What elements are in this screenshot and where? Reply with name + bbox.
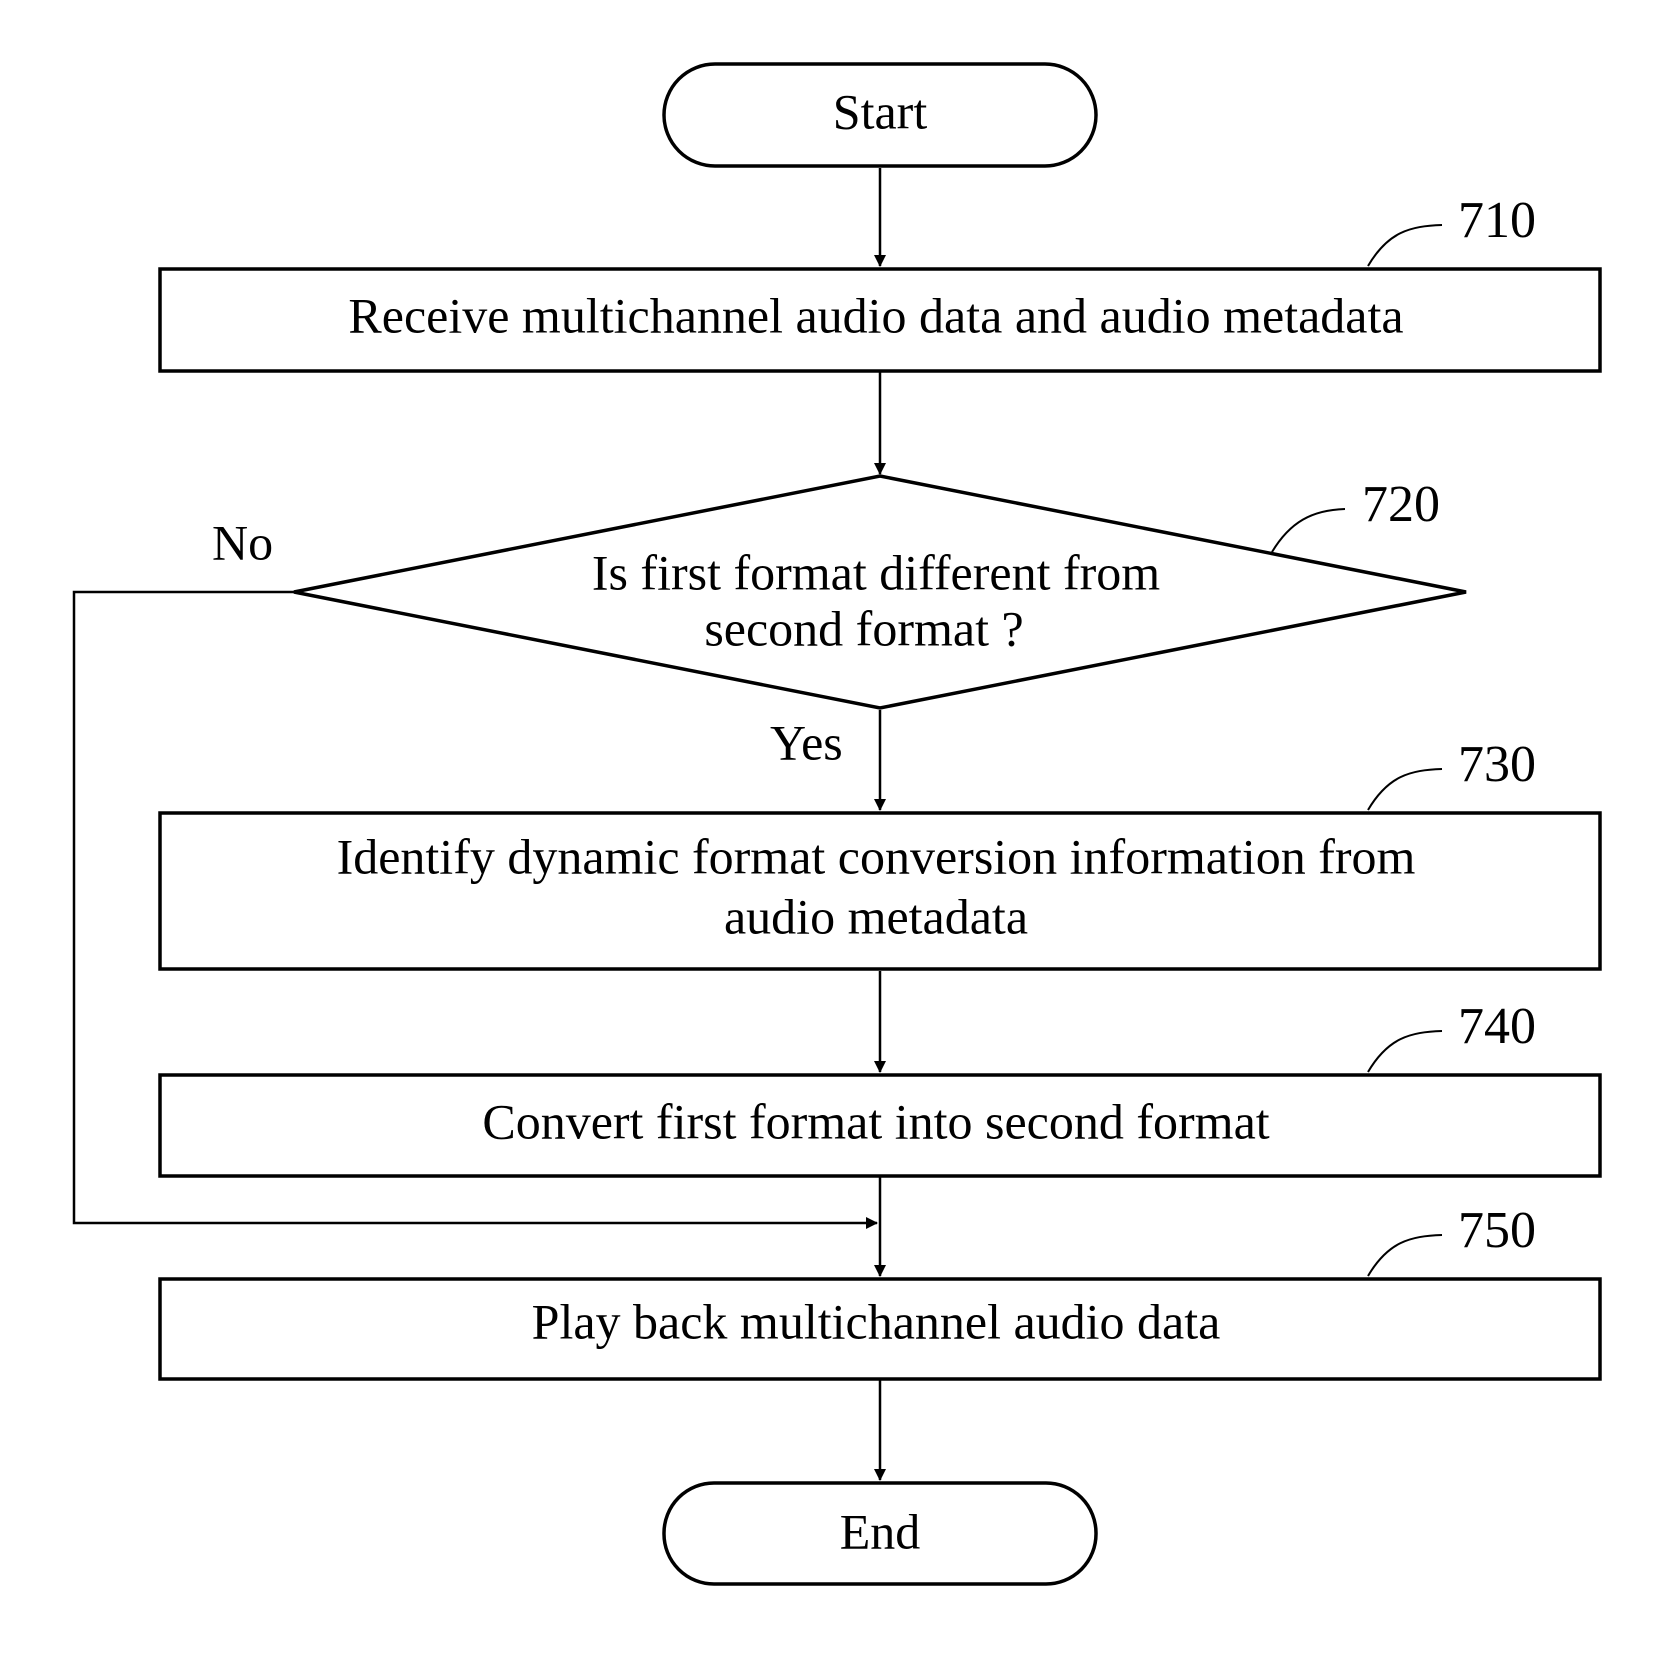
ref-710-callout: 710 xyxy=(1368,192,1536,266)
step-750-process: Play back multichannel audio data xyxy=(160,1279,1600,1379)
end-terminator: End xyxy=(664,1483,1096,1584)
yes-branch-label: Yes xyxy=(770,714,843,770)
ref-740-number: 740 xyxy=(1458,998,1536,1055)
step-710-process: Receive multichannel audio data and audi… xyxy=(160,269,1600,371)
start-label: Start xyxy=(833,83,928,139)
step-730-process: Identify dynamic format conversion infor… xyxy=(160,813,1600,969)
ref-720-number: 720 xyxy=(1362,476,1440,533)
start-terminator: Start xyxy=(664,64,1096,166)
ref-750-leader xyxy=(1368,1235,1442,1276)
ref-750-number: 750 xyxy=(1458,1202,1536,1259)
ref-720-leader xyxy=(1272,509,1345,552)
step-730-text-line1: Identify dynamic format conversion infor… xyxy=(337,828,1416,884)
end-label: End xyxy=(840,1503,921,1559)
step-720-decision: Is first format different from second fo… xyxy=(294,476,1466,708)
ref-750-callout: 750 xyxy=(1368,1202,1536,1276)
ref-740-callout: 740 xyxy=(1368,998,1536,1072)
ref-730-leader xyxy=(1368,769,1442,810)
step-740-process: Convert first format into second format xyxy=(160,1075,1600,1176)
step-720-text-line1: Is first format different from xyxy=(592,544,1160,600)
step-730-text-line2: audio metadata xyxy=(724,888,1028,944)
ref-710-leader xyxy=(1368,225,1442,266)
step-740-text: Convert first format into second format xyxy=(482,1093,1269,1149)
ref-740-leader xyxy=(1368,1031,1442,1072)
ref-710-number: 710 xyxy=(1458,192,1536,249)
step-750-text: Play back multichannel audio data xyxy=(532,1293,1221,1349)
step-710-text: Receive multichannel audio data and audi… xyxy=(348,287,1403,343)
ref-730-callout: 730 xyxy=(1368,736,1536,810)
ref-720-callout: 720 xyxy=(1272,476,1440,552)
ref-730-number: 730 xyxy=(1458,736,1536,793)
no-branch-label: No xyxy=(212,514,273,570)
step-720-text-line2: second format ? xyxy=(704,600,1023,656)
